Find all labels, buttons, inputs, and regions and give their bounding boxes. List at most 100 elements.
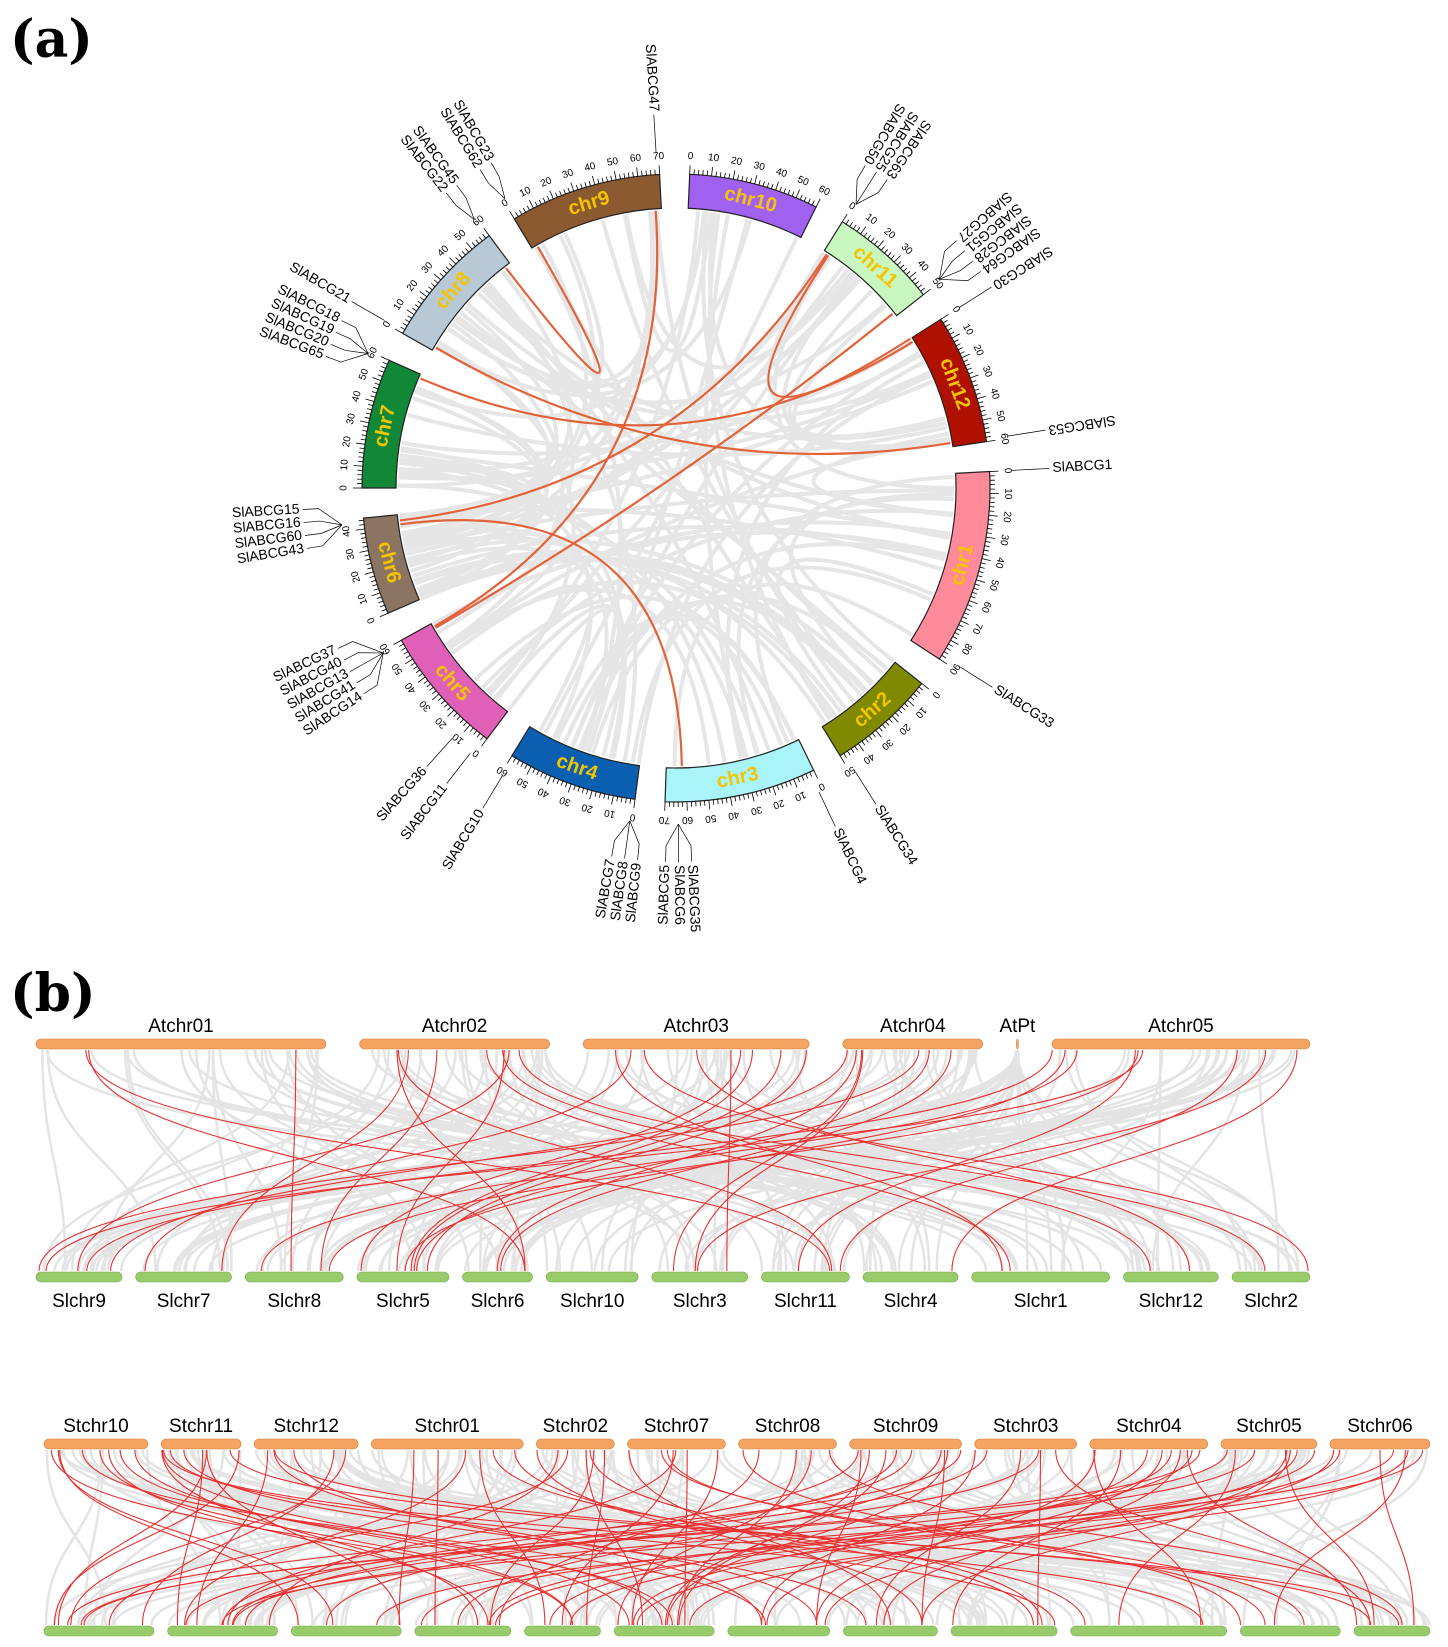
upper-chromosome-atchr04 xyxy=(842,1038,984,1050)
tick-mark xyxy=(506,755,513,764)
tick-mark xyxy=(380,366,386,369)
tick-mark xyxy=(463,724,471,733)
tick-mark xyxy=(445,266,451,271)
highlight-link xyxy=(586,1449,606,1626)
background-link xyxy=(309,1049,1209,1272)
tick-mark xyxy=(607,794,610,800)
tick-label: 40 xyxy=(350,389,364,403)
background-link xyxy=(83,1449,105,1626)
tick-mark xyxy=(856,227,861,232)
gene-leader xyxy=(349,652,384,672)
background-link xyxy=(1285,1449,1416,1626)
tick-mark xyxy=(433,279,439,284)
tick-mark xyxy=(556,779,560,785)
tick-mark xyxy=(358,519,364,522)
tick-mark xyxy=(481,738,488,747)
highlight-link xyxy=(694,1049,864,1272)
highlight-link xyxy=(696,1049,1267,1272)
background-link xyxy=(530,1049,1130,1272)
tick-mark xyxy=(870,237,875,243)
tick-mark xyxy=(606,176,608,182)
chromosome-block xyxy=(823,220,925,317)
tick-mark xyxy=(749,177,752,184)
gene-label-slabcg15: SlABCG15 xyxy=(231,500,300,520)
highlight-link xyxy=(628,1449,891,1626)
tick-mark xyxy=(968,371,974,375)
tick-mark xyxy=(893,255,901,263)
tick-label: 40 xyxy=(536,785,551,800)
tick-mark xyxy=(961,353,971,359)
tick-mark xyxy=(963,359,969,363)
highlight-link xyxy=(951,1049,1298,1272)
tick-label: 20 xyxy=(580,801,594,815)
tick-label: 0 xyxy=(470,747,481,759)
tick-mark xyxy=(976,579,986,583)
background-link xyxy=(332,1449,1331,1626)
tick-mark xyxy=(362,425,369,428)
lower-chromosome-slchr5 xyxy=(414,1625,512,1637)
tick-mark xyxy=(971,380,977,383)
tick-mark xyxy=(364,554,370,557)
background-link xyxy=(438,340,576,702)
tick-mark xyxy=(981,558,991,562)
tick-mark xyxy=(882,724,887,729)
lower-chromosome-slchr12 xyxy=(1240,1625,1341,1637)
highlight-link xyxy=(399,253,828,522)
tick-mark xyxy=(414,304,420,308)
highlight-link xyxy=(479,1449,546,1626)
tick-mark xyxy=(381,608,387,612)
tick-mark xyxy=(783,188,787,194)
gene-leader xyxy=(479,169,506,200)
highlight-link xyxy=(260,1049,1078,1272)
tick-mark xyxy=(984,427,990,430)
tick-mark xyxy=(741,176,744,182)
tick-mark xyxy=(632,171,634,177)
lower-label-slchr7: Slchr7 xyxy=(196,1645,250,1647)
upper-label-stchr10: Stchr10 xyxy=(63,1416,128,1437)
tick-mark xyxy=(356,442,366,445)
upper-chromosome-atpt xyxy=(1016,1038,1019,1050)
tick-mark xyxy=(382,361,388,365)
tick-mark xyxy=(909,271,917,279)
lower-chromosome-slchr7 xyxy=(167,1625,278,1637)
background-link xyxy=(398,372,931,481)
background-link xyxy=(771,1049,1251,1272)
lower-label-slchr8: Slchr8 xyxy=(319,1645,373,1647)
background-link xyxy=(145,1449,222,1626)
tick-mark xyxy=(878,727,883,732)
tick-mark xyxy=(512,757,517,763)
tick-mark xyxy=(355,528,365,531)
lower-label-slchr8: Slchr8 xyxy=(267,1291,321,1312)
background-link xyxy=(412,396,549,600)
tick-mark xyxy=(754,175,758,185)
tick-mark xyxy=(779,186,782,192)
highlight-link xyxy=(660,1449,1305,1626)
tick-mark xyxy=(979,405,985,408)
tick-mark xyxy=(842,213,848,222)
tick-label: 0 xyxy=(1002,468,1013,475)
gene-leader xyxy=(426,738,453,768)
tick-mark xyxy=(863,232,868,237)
highlight-link xyxy=(108,1449,489,1626)
lower-chromosome-slchr2 xyxy=(1353,1625,1431,1637)
tick-mark xyxy=(404,658,413,665)
gene-leader xyxy=(653,114,657,153)
background-link xyxy=(892,1049,1242,1272)
gene-leader xyxy=(302,508,343,526)
highlight-link xyxy=(144,1049,632,1272)
tick-mark xyxy=(843,753,847,758)
highlight-link xyxy=(1186,1449,1358,1626)
highlight-link xyxy=(273,1449,818,1626)
highlight-link xyxy=(206,1449,401,1626)
tick-mark xyxy=(980,409,986,412)
background-link xyxy=(132,1049,988,1272)
tick-label: 70 xyxy=(969,621,984,636)
tick-label: 30 xyxy=(558,794,573,808)
tick-mark xyxy=(890,255,895,260)
tick-mark xyxy=(601,177,604,183)
tick-mark xyxy=(581,788,585,794)
gene-leader xyxy=(855,172,877,205)
